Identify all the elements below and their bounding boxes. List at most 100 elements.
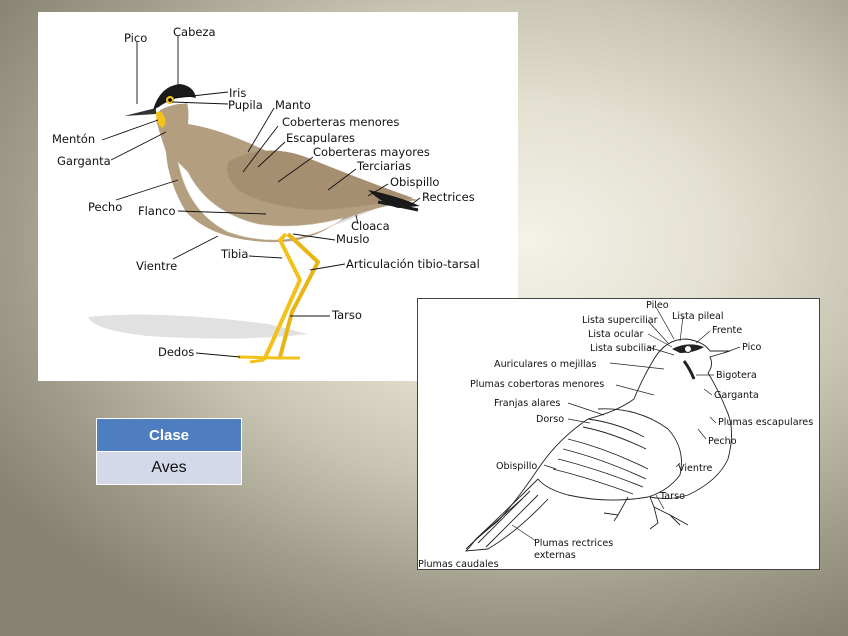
wing-feather (587, 418, 645, 438)
label-tarso: Tarso (659, 491, 685, 502)
leader-line (172, 235, 219, 260)
leader-line (309, 263, 346, 271)
classification-table: Clase Aves (96, 418, 242, 485)
moustache-mark (682, 360, 696, 380)
label-plumas-rectrices: Plumas rectrices (534, 538, 613, 549)
label-lista-ocular: Lista ocular (588, 329, 643, 340)
leader-line (511, 524, 537, 542)
leg-front (649, 496, 689, 530)
label-iris: Iris (229, 86, 246, 100)
bird-belly (177, 161, 344, 241)
label-manto: Manto (275, 98, 311, 112)
label-vientre: Vientre (678, 463, 712, 474)
leader-line (411, 197, 421, 205)
leader-line (173, 91, 229, 99)
supercilium (160, 97, 196, 110)
leg-back (603, 496, 629, 522)
wing-outline (537, 408, 682, 501)
songbird-topography-diagram: Pileo Lista superciliar Lista pileal Lis… (417, 298, 820, 570)
label-dorso: Dorso (536, 414, 564, 425)
leader-line (567, 402, 605, 416)
label-rectrices: Rectrices (422, 190, 475, 204)
leader-line (697, 428, 707, 440)
label-franjas-alares: Franjas alares (494, 398, 560, 409)
label-vientre: Vientre (136, 259, 177, 273)
leader-line (709, 416, 717, 424)
back-outline (465, 358, 655, 550)
leader-line (171, 101, 229, 105)
wing-feather (567, 438, 649, 470)
label-obispillo: Obispillo (390, 175, 439, 189)
leader-line (177, 210, 267, 215)
leader-line (247, 107, 275, 153)
label-pico: Pico (742, 342, 762, 353)
leader-line (110, 131, 167, 161)
wing-feather (582, 426, 647, 450)
label-lista-superciliar: Lista superciliar (582, 315, 658, 326)
leader-line (655, 494, 665, 510)
songbird-illustration: Pileo Lista superciliar Lista pileal Lis… (418, 300, 813, 570)
label-pecho: Pecho (88, 200, 122, 214)
classification-value: Aves (96, 451, 242, 485)
bird-outline (649, 338, 732, 500)
beak (124, 108, 156, 116)
leader-line (703, 388, 713, 396)
leader-line (195, 352, 241, 358)
wing-feather (562, 448, 647, 480)
label-lista-pileal: Lista pileal (672, 311, 724, 322)
leader-line (647, 346, 675, 356)
leg-right (278, 232, 320, 358)
label-articulacion: Articulación tibio-tarsal (346, 257, 480, 271)
ground-shadow (88, 314, 308, 339)
leader-line (647, 333, 673, 348)
label-tibia: Tibia (220, 247, 248, 261)
eye (684, 345, 692, 353)
label-obispillo: Obispillo (496, 461, 537, 472)
lapwing-illustration: Pico Cabeza Iris Pupila Manto Coberteras… (52, 25, 480, 364)
leader-line (292, 233, 336, 241)
leader-line (609, 362, 665, 370)
label-plumas-caudales: Plumas caudales (418, 559, 499, 569)
label-plumas-rectrices-externas: externas (534, 550, 576, 561)
leader-line (647, 320, 669, 344)
label-menton: Mentón (52, 132, 95, 146)
label-terciarias: Terciarias (356, 159, 411, 173)
tail-feather (477, 490, 531, 544)
label-plumas-cobertoras-menores: Plumas cobertoras menores (470, 379, 604, 390)
leader-line (367, 183, 389, 197)
leader-line (567, 418, 591, 424)
label-cloaca: Cloaca (351, 219, 390, 233)
label-tarso: Tarso (331, 308, 362, 322)
label-bigotera: Bigotera (716, 370, 757, 381)
leg-left (262, 232, 302, 361)
leader-line (355, 214, 359, 225)
leader-line (675, 462, 681, 468)
label-flanco: Flanco (138, 204, 176, 218)
label-coberteras-mayores: Coberteras mayores (313, 145, 430, 159)
toes (237, 355, 300, 364)
leader-line (679, 316, 684, 342)
label-plumas-escapulares: Plumas escapulares (718, 417, 813, 428)
label-dedos: Dedos (158, 345, 194, 359)
bird-topography-diagram: Pico Cabeza Iris Pupila Manto Coberteras… (38, 12, 518, 381)
leader-line (655, 306, 675, 340)
label-frente: Frente (712, 325, 742, 336)
leader-line (115, 179, 179, 201)
leader-line (543, 464, 557, 470)
tail-feather (473, 498, 523, 542)
tail-tip (368, 190, 420, 208)
label-coberteras-menores: Coberteras menores (282, 115, 399, 129)
label-pupila: Pupila (228, 98, 263, 112)
label-cabeza: Cabeza (173, 25, 216, 39)
leader-line (327, 168, 357, 191)
classification-header: Clase (96, 418, 242, 452)
wing-feather (557, 458, 644, 488)
bird-wing (227, 150, 413, 210)
leader-line (248, 255, 283, 259)
label-pileo: Pileo (646, 300, 669, 311)
tail-feather (485, 494, 539, 548)
yellow-chin (156, 111, 166, 128)
label-pecho: Pecho (708, 436, 737, 447)
pupil (168, 98, 172, 102)
label-pico: Pico (124, 31, 147, 45)
